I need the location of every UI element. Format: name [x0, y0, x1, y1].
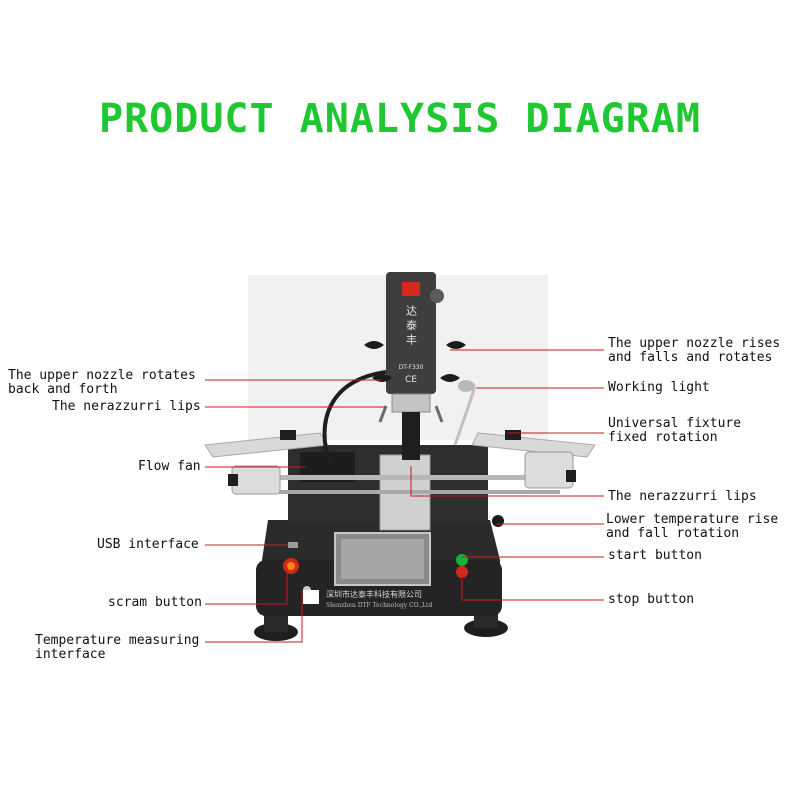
- left-fixture-block: [231, 465, 281, 495]
- left-upper-handle: [364, 341, 384, 349]
- label-lower-temperature: Lower temperature rise and fall rotation: [606, 512, 779, 541]
- label-start-button: start button: [608, 548, 702, 563]
- column-side-knob: [430, 289, 444, 303]
- right-pcb-platform: [471, 432, 596, 458]
- leader-temperature-measuring: [205, 590, 303, 643]
- label-stop-button: stop button: [608, 592, 695, 607]
- scram-button-cap: [287, 562, 295, 570]
- label-nerazzurri-lips-bottom: The nerazzurri lips: [608, 489, 757, 504]
- label-scram-button: scram button: [108, 595, 202, 610]
- base-logo-mark: [303, 590, 319, 604]
- left-clamp-knob: [280, 430, 296, 440]
- fixture-rod-front: [240, 475, 560, 480]
- working-light-head: [458, 380, 474, 392]
- left-foot-post: [264, 612, 288, 632]
- nerazzurri-lips-shape: [378, 405, 444, 423]
- lower-rotation-knob: [492, 515, 504, 527]
- company-name-cn: 深圳市达泰丰科技有限公司: [326, 589, 422, 599]
- column-brand-chars: 达 泰 丰: [405, 305, 418, 345]
- upper-nozzle-collar: [391, 393, 431, 413]
- leader-stop-button: [461, 572, 604, 601]
- flow-hose: [322, 370, 387, 466]
- right-clamp-knob: [505, 430, 521, 440]
- label-universal-fixture: Universal fixture fixed rotation: [608, 416, 742, 445]
- diagram-title: PRODUCT ANALYSIS DIAGRAM: [99, 96, 701, 142]
- fixture-rod-back: [240, 490, 560, 494]
- column-model: DT-F330: [399, 364, 424, 371]
- label-nerazzurri-lips-top: The nerazzurri lips: [52, 399, 201, 414]
- label-usb-interface: USB interface: [97, 537, 199, 552]
- right-upper-handle: [446, 341, 466, 349]
- leader-lines: [205, 349, 604, 643]
- usb-port-shape: [288, 542, 298, 548]
- upper-nozzle: [402, 412, 420, 460]
- company-name-en: Shenzhen DTF Technology CO.,Ltd: [326, 602, 432, 609]
- column-ce-mark: CE: [405, 375, 417, 385]
- start-button-shape: [456, 554, 468, 566]
- right-fixture-block: [524, 451, 574, 489]
- label-flow-fan: Flow fan: [138, 459, 201, 474]
- upper-heater-column: [386, 272, 436, 394]
- right-lower-handle: [440, 374, 460, 382]
- column-logo: [402, 282, 420, 296]
- label-working-light: Working light: [608, 380, 710, 395]
- display-glass: [341, 539, 424, 579]
- label-temperature-measuring-interface: Temperature measuring interface: [35, 633, 200, 662]
- leader-scram-button: [205, 567, 288, 605]
- left-fixture-knob: [228, 474, 238, 486]
- right-fixture-knob: [566, 470, 576, 482]
- label-upper-nozzle-rises: The upper nozzle rises and falls and rot…: [608, 336, 781, 365]
- label-upper-nozzle-rotates: The upper nozzle rotates back and forth: [8, 368, 196, 397]
- leader-nerazzurri-lips-bottom: [410, 466, 604, 497]
